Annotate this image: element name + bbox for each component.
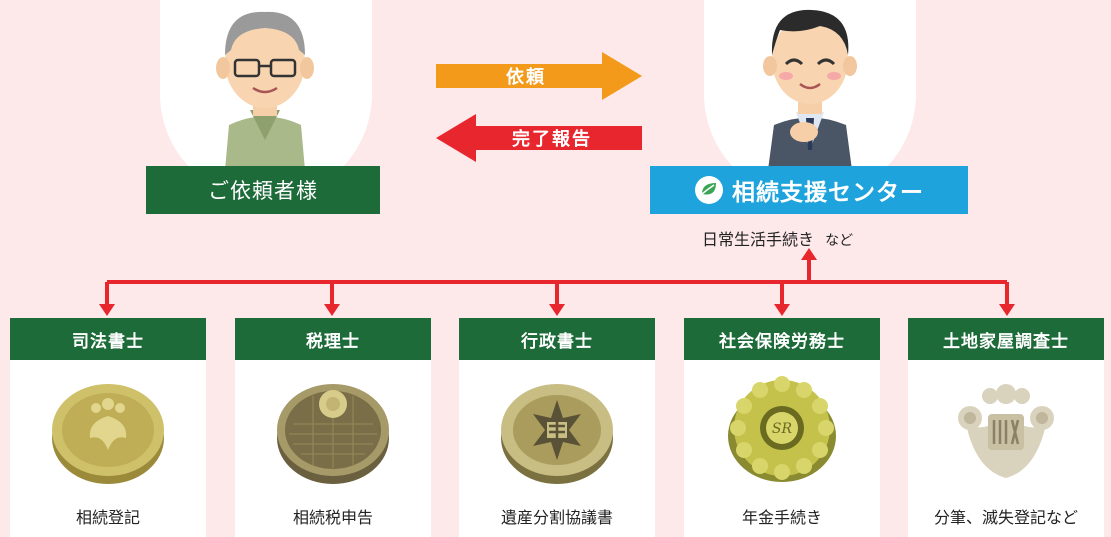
card-task: 分筆、滅失登記など <box>933 508 1078 527</box>
center-note-main: 日常生活手続き <box>702 230 815 249</box>
profession-card-land-surveyor: 土地家屋調査士 分筆、滅失登記など <box>908 318 1104 537</box>
profession-card-labor-consultant: 社会保険労務士 SR 年金手続き <box>684 318 880 537</box>
connector-lines <box>99 248 1015 316</box>
card-task: 相続税申告 <box>292 508 373 527</box>
complete-label: 完了報告 <box>512 129 592 150</box>
land-surveyor-badge-icon <box>958 384 1054 478</box>
center-note-suffix: など <box>825 233 854 249</box>
tax-accountant-badge-icon <box>277 384 389 484</box>
card-title: 税理士 <box>235 318 431 360</box>
card-title: 土地家屋調査士 <box>908 318 1104 360</box>
card-task: 遺産分割協議書 <box>500 508 613 527</box>
client-label: ご依頼者様 <box>146 166 380 214</box>
client-avatar-icon <box>216 11 314 170</box>
card-task: 年金手続き <box>741 508 822 527</box>
profession-card-tax-accountant: 税理士 相続税申告 <box>235 318 431 537</box>
center-note: 日常生活手続き など <box>702 226 853 250</box>
leaf-logo-icon <box>695 176 723 204</box>
card-task: 相続登記 <box>75 508 140 527</box>
complete-arrow-icon <box>436 114 642 162</box>
card-title: 司法書士 <box>10 318 206 360</box>
profession-card-judicial-scrivener: 司法書士 相続登記 <box>10 318 206 537</box>
request-arrow-icon <box>436 52 642 100</box>
profession-card-administrative-scrivener: 行政書士 遺産分割協議書 <box>459 318 655 537</box>
center-label-text: 相続支援センター <box>732 180 924 206</box>
staff-avatar-icon <box>763 9 857 170</box>
request-label: 依頼 <box>506 67 546 88</box>
card-title: 社会保険労務士 <box>684 318 880 360</box>
card-title: 行政書士 <box>459 318 655 360</box>
administrative-scrivener-badge-icon <box>501 384 613 484</box>
judicial-scrivener-badge-icon <box>52 384 164 484</box>
labor-consultant-badge-icon: SR <box>728 376 836 482</box>
center-label: 相続支援センター <box>650 166 968 214</box>
svg-text:SR: SR <box>772 421 793 437</box>
